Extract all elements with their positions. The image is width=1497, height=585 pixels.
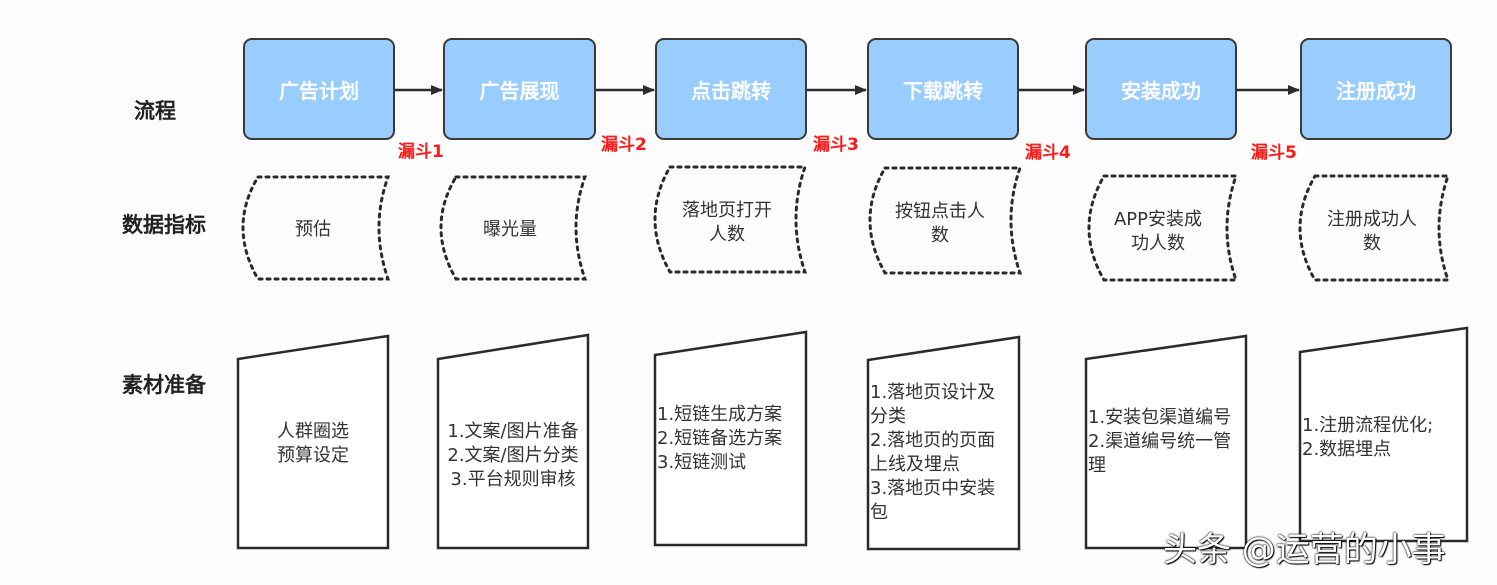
material-text-5: 1.安装包渠道编号 2.渠道编号统一管 理 bbox=[1088, 407, 1232, 476]
material-text-3: 1.短链生成方案 2.短链备选方案 3.短链测试 bbox=[657, 404, 783, 473]
step-install-success: 安装成功 bbox=[1085, 38, 1237, 140]
row-label-process: 流程 bbox=[134, 99, 176, 123]
metric-shape-5 bbox=[1087, 174, 1239, 282]
material-shape-3 bbox=[653, 330, 808, 547]
metric-text-5: APP安装成 功人数 bbox=[1113, 209, 1203, 254]
step-ad-impression: 广告展现 bbox=[443, 38, 596, 140]
material-text-6: 1.注册流程优化; 2.数据埋点 bbox=[1302, 415, 1434, 460]
metric-shape-1 bbox=[241, 175, 391, 281]
step-download-redirect: 下载跳转 bbox=[867, 38, 1019, 140]
metric-text-3: 落地页打开 人数 bbox=[682, 200, 772, 245]
material-text-1: 人群圈选 预算设定 bbox=[277, 421, 349, 466]
metric-shape-2 bbox=[439, 175, 588, 281]
funnel-label-5: 漏斗5 bbox=[1251, 143, 1297, 163]
funnel-label-1: 漏斗1 bbox=[398, 142, 444, 162]
material-shape-2 bbox=[436, 333, 590, 550]
material-shape-5 bbox=[1084, 334, 1248, 550]
material-shape-1 bbox=[236, 334, 390, 550]
step-ad-plan: 广告计划 bbox=[243, 38, 395, 140]
row-label-metrics: 数据指标 bbox=[122, 213, 206, 237]
material-shapes bbox=[236, 326, 1469, 551]
material-shape-4 bbox=[866, 335, 1021, 551]
metric-text-2: 曝光量 bbox=[483, 219, 537, 240]
funnel-label-4: 漏斗4 bbox=[1025, 143, 1071, 163]
funnel-label-3: 漏斗3 bbox=[813, 135, 859, 155]
step-click-redirect: 点击跳转 bbox=[655, 38, 807, 140]
material-shape-6 bbox=[1298, 326, 1469, 543]
row-label-materials: 素材准备 bbox=[122, 373, 206, 397]
metric-text-4: 按钮点击人 数 bbox=[895, 201, 985, 246]
metric-shape-6 bbox=[1298, 174, 1451, 282]
metric-text-6: 注册成功人 数 bbox=[1327, 209, 1417, 254]
metric-shapes bbox=[241, 165, 1451, 282]
funnel-label-2: 漏斗2 bbox=[601, 135, 647, 155]
material-text-4: 1.落地页设计及 分类 2.落地页的页面 上线及埋点 3.落地页中安装 包 bbox=[870, 382, 996, 523]
metric-shape-3 bbox=[653, 165, 808, 274]
watermark: 头条 @运营的小事 bbox=[1163, 530, 1446, 570]
metric-text-1: 预估 bbox=[295, 219, 331, 240]
step-register-success: 注册成功 bbox=[1300, 38, 1452, 140]
metric-shape-4 bbox=[868, 166, 1023, 275]
material-text-2: 1.文案/图片准备 2.文案/图片分类 3.平台规则审核 bbox=[447, 421, 579, 490]
